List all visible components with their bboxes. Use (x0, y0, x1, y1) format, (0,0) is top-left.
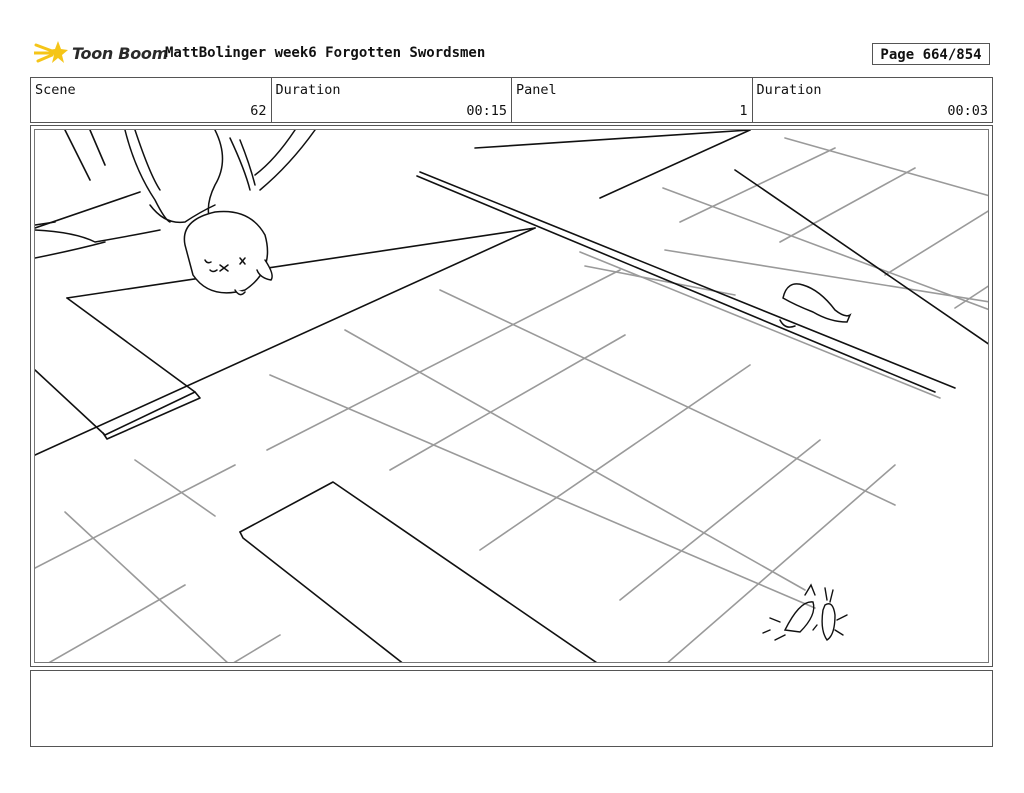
scene-duration-value: 00:15 (466, 103, 507, 119)
panel-label: Panel (516, 82, 557, 98)
logo-text: Toon Boom (72, 43, 168, 63)
scene-value: 62 (250, 103, 267, 119)
scene-info-bar: Scene 62 Duration 00:15 Panel 1 Duration… (30, 77, 993, 123)
panel-duration-value: 00:03 (947, 103, 988, 119)
hand-sketch (35, 130, 316, 259)
creature-sketch (779, 283, 852, 328)
character-head-sketch (183, 210, 273, 296)
scene-label: Scene (35, 82, 76, 98)
document-title: MattBolinger week6 Forgotten Swordsmen (165, 45, 486, 61)
scene-duration-cell: Duration 00:15 (272, 78, 512, 122)
panel-duration-cell: Duration 00:03 (753, 78, 993, 122)
storyboard-panel (30, 125, 993, 667)
panel-duration-label: Duration (756, 82, 822, 98)
ink-lines (35, 130, 988, 662)
panel-drawing-area (34, 129, 989, 663)
toon-boom-logo: Toon Boom (34, 38, 168, 68)
carrot-characters-sketch (762, 583, 848, 641)
panel-cell: Panel 1 (512, 78, 753, 122)
page-number: Page 664/854 (872, 43, 990, 65)
panel-value: 1 (739, 103, 748, 119)
floor-grid-lines (35, 137, 988, 662)
star-burst-icon (34, 41, 68, 63)
storyboard-sketch (35, 130, 988, 662)
panel-notes-box (30, 670, 993, 747)
scene-cell: Scene 62 (31, 78, 272, 122)
scene-duration-label: Duration (275, 82, 341, 98)
